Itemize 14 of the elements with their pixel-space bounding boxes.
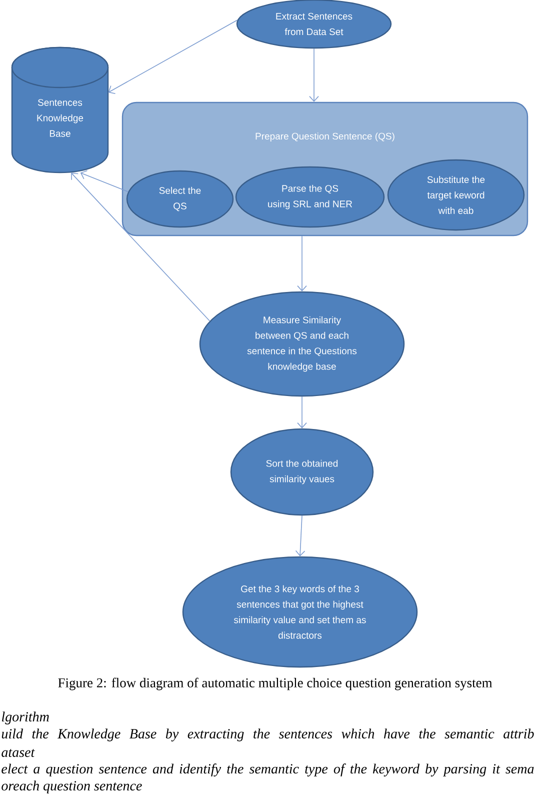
arrow — [108, 20, 238, 94]
database-cylinder: Sentences Knowledge Base — [11, 46, 109, 174]
body-text: uild the Knowledge Base by extracting the sentences which have the semantic attrib — [2, 728, 534, 742]
arrow — [297, 396, 307, 428]
arrow — [309, 48, 319, 102]
body-text: oreach question sentence — [2, 780, 142, 794]
arrow — [71, 172, 210, 322]
figure-caption: Figure 2: flow diagram of automatic multiple choice question generation system — [58, 678, 492, 690]
arrow — [80, 170, 129, 192]
body-text: lgorithm — [2, 712, 49, 724]
arrow — [297, 236, 307, 292]
body-text: elect a question sentence and identify the semantic type of the keyword by parsing it sema — [2, 764, 534, 776]
body-text: ataset — [2, 748, 35, 757]
arrow — [295, 515, 306, 556]
